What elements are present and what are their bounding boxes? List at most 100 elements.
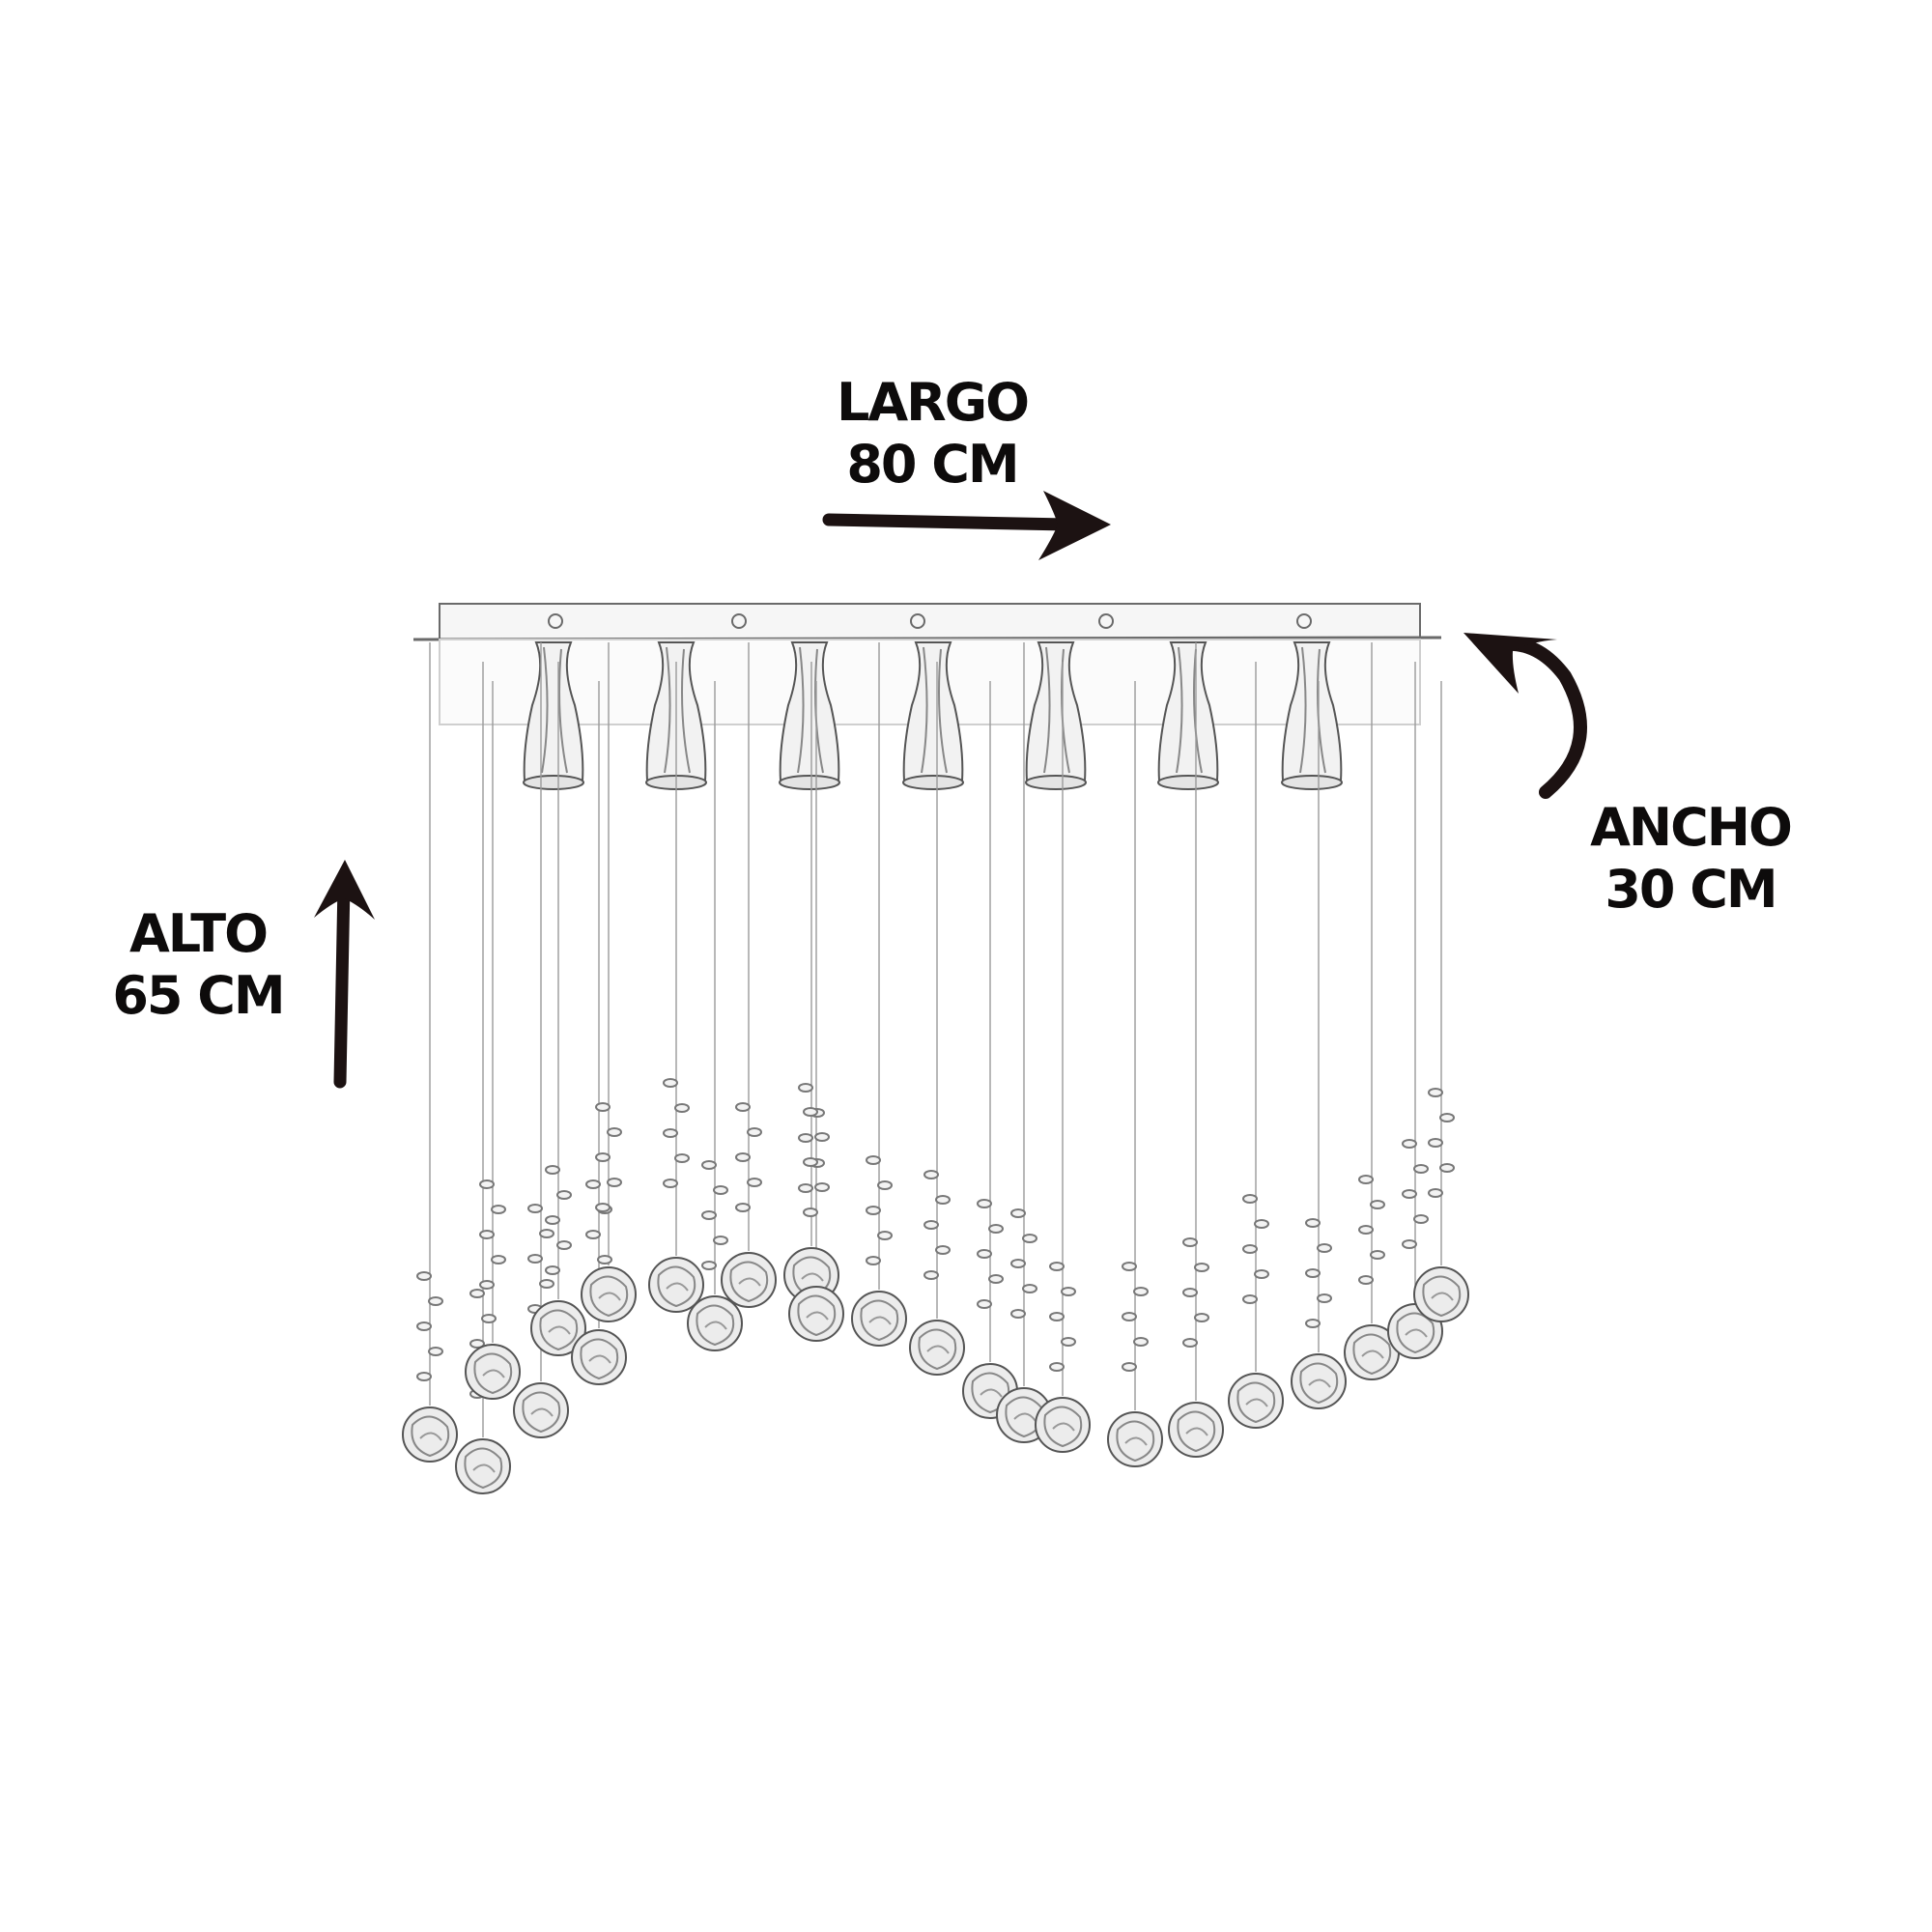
bead bbox=[1010, 1208, 1026, 1218]
alto-dimension-label: ALTO 65 CM bbox=[101, 903, 295, 1027]
bead bbox=[416, 1271, 432, 1281]
bead bbox=[1254, 1219, 1269, 1229]
bead bbox=[866, 1256, 881, 1265]
bead bbox=[735, 1203, 751, 1212]
largo-title: LARGO bbox=[836, 372, 1030, 433]
light-cup bbox=[902, 641, 964, 790]
bead bbox=[1439, 1163, 1455, 1173]
bead bbox=[1242, 1194, 1258, 1204]
bead bbox=[674, 1153, 690, 1163]
bead bbox=[556, 1190, 572, 1200]
bead bbox=[935, 1245, 951, 1255]
bead bbox=[1242, 1244, 1258, 1254]
crystal-ball bbox=[648, 1257, 704, 1313]
bead bbox=[877, 1180, 893, 1190]
bead bbox=[866, 1206, 881, 1215]
bead bbox=[1402, 1189, 1417, 1199]
screw-mark bbox=[910, 613, 925, 629]
bead bbox=[701, 1160, 717, 1170]
bead bbox=[479, 1179, 495, 1189]
bead bbox=[798, 1083, 813, 1093]
bead bbox=[1182, 1237, 1198, 1247]
bead bbox=[977, 1249, 992, 1259]
screw-mark bbox=[1296, 613, 1312, 629]
light-cups bbox=[523, 641, 1343, 790]
bead bbox=[1317, 1293, 1332, 1303]
bead bbox=[1049, 1262, 1065, 1271]
bead bbox=[977, 1199, 992, 1208]
bead bbox=[1061, 1287, 1076, 1296]
bead bbox=[595, 1203, 611, 1212]
bead bbox=[585, 1179, 601, 1189]
bead bbox=[1305, 1319, 1321, 1328]
crystal-ball bbox=[465, 1344, 521, 1400]
bead bbox=[747, 1127, 762, 1137]
bead bbox=[923, 1220, 939, 1230]
bead bbox=[1402, 1239, 1417, 1249]
bead bbox=[416, 1372, 432, 1381]
bead bbox=[877, 1231, 893, 1240]
bead bbox=[1358, 1175, 1374, 1184]
bead bbox=[663, 1179, 678, 1188]
bead bbox=[1182, 1288, 1198, 1297]
bead bbox=[595, 1102, 611, 1112]
bead bbox=[1022, 1284, 1037, 1293]
arrow-up-icon bbox=[314, 860, 375, 1089]
crystal-ball bbox=[909, 1320, 965, 1376]
bead bbox=[491, 1255, 506, 1264]
ancho-value: 30 CM bbox=[1605, 859, 1777, 920]
bead bbox=[977, 1299, 992, 1309]
crystal-balls bbox=[402, 1247, 1469, 1494]
arrow-right-icon bbox=[822, 491, 1111, 560]
bead bbox=[556, 1240, 572, 1250]
bead bbox=[701, 1210, 717, 1220]
bead bbox=[595, 1152, 611, 1162]
crystal-beads bbox=[416, 1078, 1455, 1399]
crystal-ball bbox=[1228, 1373, 1284, 1429]
bead bbox=[1049, 1362, 1065, 1372]
crystal-ball bbox=[1168, 1402, 1224, 1458]
bead bbox=[713, 1185, 728, 1195]
crystal-ball bbox=[530, 1300, 586, 1356]
crystal-ball bbox=[513, 1382, 569, 1438]
bead bbox=[1122, 1262, 1137, 1271]
crystal-ball bbox=[455, 1438, 511, 1494]
bead bbox=[803, 1157, 818, 1167]
crystal-ball bbox=[581, 1266, 637, 1322]
crystal-ball bbox=[687, 1295, 743, 1351]
screw-mark bbox=[548, 613, 563, 629]
bead bbox=[798, 1133, 813, 1143]
bead bbox=[607, 1127, 622, 1137]
crystal-ball bbox=[788, 1286, 844, 1342]
bead bbox=[674, 1103, 690, 1113]
bead bbox=[585, 1230, 601, 1239]
bead bbox=[713, 1236, 728, 1245]
bead bbox=[866, 1155, 881, 1165]
bead bbox=[481, 1314, 497, 1323]
bead bbox=[1402, 1139, 1417, 1149]
bead bbox=[527, 1254, 543, 1264]
bead bbox=[814, 1132, 830, 1142]
crystal-ball bbox=[571, 1329, 627, 1385]
bead bbox=[935, 1195, 951, 1205]
bead bbox=[479, 1280, 495, 1290]
bead bbox=[1022, 1234, 1037, 1243]
crystal-ball bbox=[851, 1291, 907, 1347]
bead bbox=[1254, 1269, 1269, 1279]
bead bbox=[469, 1339, 485, 1349]
bead bbox=[1061, 1337, 1076, 1347]
bead bbox=[1428, 1088, 1443, 1097]
bead bbox=[1122, 1362, 1137, 1372]
bead bbox=[1358, 1225, 1374, 1235]
largo-value: 80 CM bbox=[846, 434, 1019, 495]
largo-dimension-label: LARGO 80 CM bbox=[811, 372, 1053, 496]
bead bbox=[663, 1078, 678, 1088]
bead bbox=[428, 1347, 443, 1356]
bead bbox=[1370, 1250, 1385, 1260]
bead bbox=[1413, 1164, 1429, 1174]
bead bbox=[803, 1208, 818, 1217]
bead bbox=[1049, 1312, 1065, 1321]
light-cup bbox=[1157, 641, 1219, 790]
crystal-ball bbox=[1035, 1397, 1091, 1453]
